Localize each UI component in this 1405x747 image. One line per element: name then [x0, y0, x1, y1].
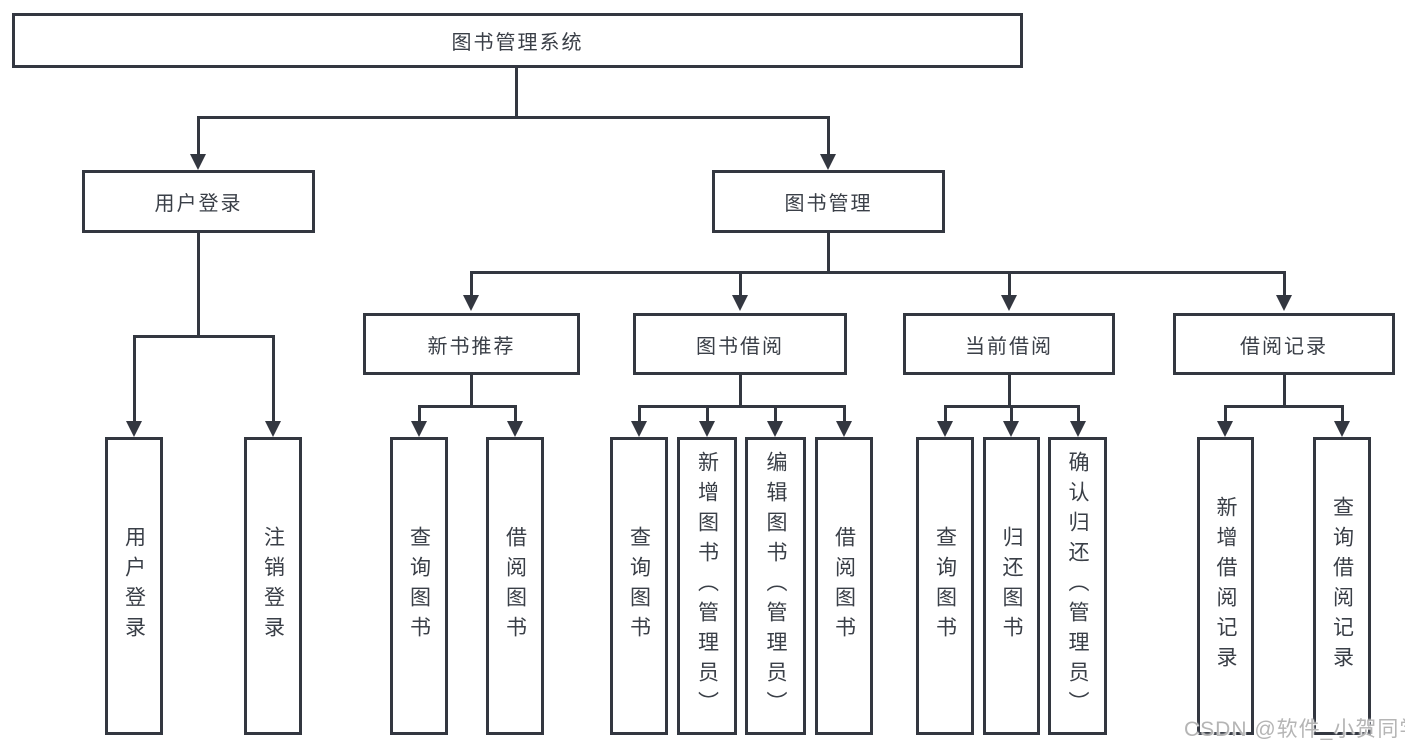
- leaf-edit-books-admin: 编辑图书（管理员）: [745, 437, 806, 735]
- edge-group-rail: [638, 405, 846, 408]
- leaf-return-books: 归还图书: [983, 437, 1040, 735]
- node-new-book-recommend: 新书推荐: [363, 313, 580, 375]
- edge-group-stem: [739, 375, 742, 408]
- edge-drop: [1008, 271, 1011, 297]
- leaf-label: 查询图书: [933, 526, 957, 646]
- node-book-borrow: 图书借阅: [633, 313, 847, 375]
- node-root: 图书管理系统: [12, 13, 1023, 68]
- edge-drop: [272, 335, 275, 423]
- arrow-down-icon: [463, 295, 479, 311]
- node-user-login-label: 用户登录: [154, 193, 243, 215]
- leaf-label: 新增图书（管理员）: [695, 451, 719, 721]
- edge-drop: [944, 405, 947, 423]
- edge-group-stem: [470, 375, 473, 408]
- leaf-label: 借阅图书: [832, 526, 856, 646]
- edge-group-stem: [1283, 375, 1286, 408]
- edge-drop: [1077, 405, 1080, 423]
- leaf-borrow-books: 借阅图书: [815, 437, 873, 735]
- arrow-down-icon: [937, 421, 953, 437]
- node-book-borrow-label: 图书借阅: [696, 335, 784, 358]
- leaf-label: 查询图书: [627, 526, 651, 646]
- arrow-down-icon: [1334, 421, 1350, 437]
- edge-drop: [739, 271, 742, 297]
- edge-drop: [827, 116, 830, 156]
- arrow-down-icon: [767, 421, 783, 437]
- node-new-book-recommend-label: 新书推荐: [427, 335, 516, 358]
- arrow-down-icon: [1070, 421, 1086, 437]
- edge-drop: [638, 405, 641, 423]
- arrow-down-icon: [1217, 421, 1233, 437]
- leaf-logout: 注销登录: [244, 437, 302, 735]
- arrow-down-icon: [820, 154, 836, 170]
- node-borrow-records: 借阅记录: [1173, 313, 1395, 375]
- edge-root-stem: [515, 68, 518, 119]
- arrow-down-icon: [126, 421, 142, 437]
- edge-book-management-rail: [470, 271, 1286, 274]
- node-borrow-records-label: 借阅记录: [1240, 335, 1328, 358]
- edge-drop: [514, 405, 517, 423]
- edge-drop: [133, 335, 136, 423]
- leaf-label: 编辑图书（管理员）: [764, 451, 787, 721]
- leaf-label: 新增借阅记录: [1214, 496, 1237, 676]
- edge-drop: [774, 405, 777, 423]
- arrow-down-icon: [1003, 421, 1019, 437]
- node-user-login: 用户登录: [82, 170, 315, 233]
- leaf-add-books-admin: 新增图书（管理员）: [677, 437, 737, 735]
- edge-drop: [1283, 271, 1286, 297]
- edge-group-rail: [418, 405, 517, 408]
- edge-group-rail: [1224, 405, 1344, 408]
- leaf-query-books-recommend: 查询图书: [390, 437, 448, 735]
- edge-drop: [197, 116, 200, 156]
- edge-root-rail: [197, 116, 830, 119]
- leaf-confirm-return-admin: 确认归还（管理员）: [1048, 437, 1107, 735]
- edge-drop: [1010, 405, 1013, 423]
- arrow-down-icon: [411, 421, 427, 437]
- leaf-borrow-books-recommend: 借阅图书: [486, 437, 544, 735]
- leaf-query-borrow-record: 查询借阅记录: [1313, 437, 1371, 735]
- arrow-down-icon: [631, 421, 647, 437]
- node-book-management: 图书管理: [712, 170, 945, 233]
- leaf-query-books-borrow: 查询图书: [610, 437, 668, 735]
- edge-user-login-stem: [197, 233, 200, 338]
- edge-drop: [1224, 405, 1227, 423]
- leaf-label: 查询借阅记录: [1330, 496, 1354, 676]
- node-root-label: 图书管理系统: [451, 32, 584, 54]
- leaf-label: 查询图书: [407, 526, 431, 646]
- arrow-down-icon: [1276, 295, 1292, 311]
- edge-drop: [418, 405, 421, 423]
- leaf-label: 用户登录: [122, 526, 146, 646]
- leaf-query-books-current: 查询图书: [916, 437, 974, 735]
- arrow-down-icon: [732, 295, 748, 311]
- leaf-label: 确认归还（管理员）: [1066, 451, 1089, 721]
- leaf-label: 归还图书: [1000, 526, 1023, 646]
- edge-drop: [843, 405, 846, 423]
- arrow-down-icon: [507, 421, 523, 437]
- edge-user-login-rail: [133, 335, 275, 338]
- arrow-down-icon: [836, 421, 852, 437]
- csdn-watermark: CSDN @软件_小贺同学: [1184, 718, 1405, 741]
- edge-book-management-stem: [827, 233, 830, 273]
- arrow-down-icon: [699, 421, 715, 437]
- node-current-borrow-label: 当前借阅: [965, 335, 1053, 358]
- leaf-label: 借阅图书: [503, 526, 527, 646]
- edge-drop: [706, 405, 709, 423]
- edge-group-stem: [1008, 375, 1011, 408]
- leaf-user-login: 用户登录: [105, 437, 163, 735]
- arrow-down-icon: [1001, 295, 1017, 311]
- leaf-label: 注销登录: [261, 526, 285, 646]
- arrow-down-icon: [265, 421, 281, 437]
- arrow-down-icon: [190, 154, 206, 170]
- node-current-borrow: 当前借阅: [903, 313, 1115, 375]
- leaf-add-borrow-record: 新增借阅记录: [1197, 437, 1254, 735]
- edge-drop: [1341, 405, 1344, 423]
- node-book-management-label: 图书管理: [784, 193, 873, 215]
- edge-drop: [470, 271, 473, 297]
